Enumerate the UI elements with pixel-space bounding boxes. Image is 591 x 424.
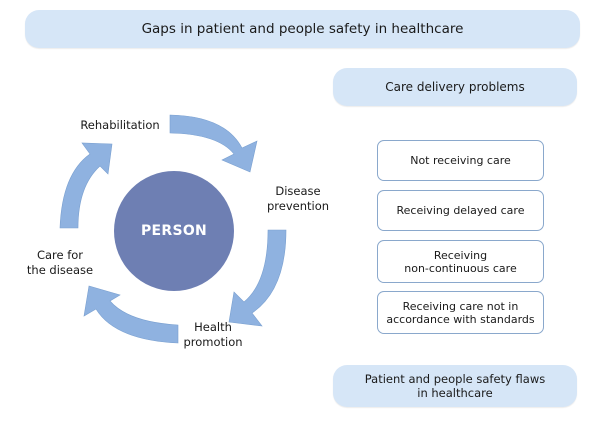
arrow-rehab-to-prevention <box>169 114 258 173</box>
diagram-title: Gaps in patient and people safety in hea… <box>25 10 580 48</box>
arrow-care-to-rehab <box>59 142 113 229</box>
stage-rehabilitation: Rehabilitation <box>80 118 160 132</box>
care-problem-not-receiving: Not receiving care <box>377 140 544 181</box>
arrow-prevention-to-health <box>228 229 287 327</box>
stage-health-promotion: Health promotion <box>183 320 243 349</box>
care-delivery-heading: Care delivery problems <box>333 68 577 106</box>
stage-disease-prevention: Disease prevention <box>266 184 330 213</box>
care-problem-not-standard: Receiving care not in accordance with st… <box>377 291 544 334</box>
person-circle: PERSON <box>114 171 234 291</box>
stage-care-for-disease: Care for the disease <box>26 248 94 277</box>
care-problem-delayed: Receiving delayed care <box>377 190 544 231</box>
arrow-health-to-care <box>83 285 179 344</box>
safety-flaws-pill: Patient and people safety flaws in healt… <box>333 365 577 407</box>
care-problem-non-continuous: Receiving non-continuous care <box>377 240 544 283</box>
